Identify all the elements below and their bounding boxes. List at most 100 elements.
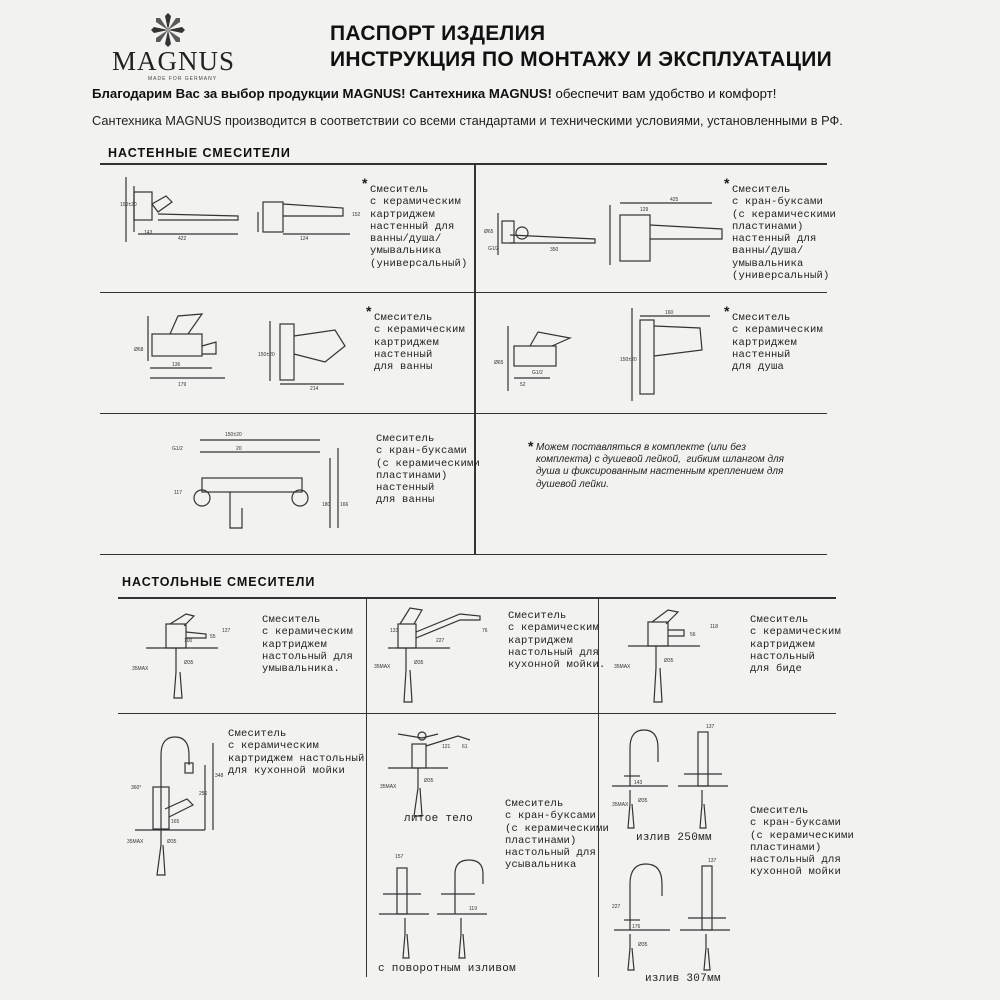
desk-item-4-description: Смеситель с керамическим картриджем наст… — [228, 728, 365, 777]
desk-item-6-description: Смеситель с кран-буксами (с керамическим… — [750, 805, 855, 879]
dim-label: 35MAX — [612, 802, 629, 808]
thanks-bold: Благодарим Вас за выбор продукции MAGNUS… — [92, 86, 552, 101]
dim-label: 150±20 — [120, 202, 137, 208]
dim-label: 137 — [708, 858, 717, 864]
dim-label: 136 — [172, 362, 181, 368]
grid-divider — [100, 554, 827, 555]
grid-divider — [598, 597, 599, 977]
magnus-logo-icon — [151, 13, 185, 47]
kitchen-gooseneck-mixer-diagram: 360° 256 348 165 35MAX Ø35 — [127, 736, 224, 876]
grid-divider — [118, 597, 836, 599]
dim-label: 150±20 — [225, 432, 242, 438]
wall-item-2-description: Смеситель с кран-буксами (с керамическим… — [732, 184, 837, 283]
desk-item-1-description: Смеситель с керамическим картриджем наст… — [262, 614, 354, 676]
valve-kitchen-mixer-250-diagram: 137 143 35MAX Ø35 — [612, 724, 728, 829]
dim-label: 157 — [395, 854, 404, 860]
dim-label: 152 — [352, 212, 361, 218]
basin-mixer-diagram: 100 55 127 35MAX Ø35 — [132, 613, 231, 699]
dim-label: 422 — [178, 236, 187, 242]
dim-label: 52 — [520, 382, 526, 388]
dim-label: 143 — [144, 230, 153, 236]
dim-label: Ø65 — [484, 229, 494, 235]
dim-label: 117 — [174, 490, 182, 496]
dim-label: G1/2 — [532, 370, 543, 376]
dim-label: 143 — [634, 780, 643, 786]
asterisk: * — [724, 303, 730, 319]
dim-label: 124 — [300, 236, 309, 242]
desk-item-2-description: Смеситель с керамическим картриджем наст… — [508, 610, 606, 672]
wall-item-5-description: Смеситель с кран-буксами (с керамическим… — [376, 433, 481, 507]
wall-item-3-description: Смеситель с керамическим картриджем наст… — [374, 312, 466, 374]
dim-label: 35MAX — [374, 664, 391, 670]
dim-label: Ø35 — [664, 658, 674, 664]
dim-label: 360° — [131, 785, 141, 791]
dim-label: G1/2 — [172, 446, 183, 452]
brand-subtitle: MADE FOR GERMANY — [148, 76, 218, 82]
dim-label: 127 — [222, 628, 231, 634]
dim-label: 119 — [469, 906, 477, 912]
page-subtitle: ИНСТРУКЦИЯ ПО МОНТАЖУ И ЭКСПЛУАТАЦИИ — [330, 48, 833, 71]
shower-kit-note: Можем поставляться в комплекте (или без … — [536, 442, 785, 490]
dim-label: 256 — [199, 791, 208, 797]
dim-label: Ø35 — [184, 660, 194, 666]
grid-divider — [118, 713, 836, 714]
wall-mixer-valve-bath-diagram: 150±20 G1/2 20 117 180 166 — [172, 432, 349, 529]
dim-label: G1/2 — [488, 246, 499, 252]
dim-label: 179 — [178, 382, 187, 388]
caption-spout-250: излив 250мм — [636, 832, 712, 844]
dim-label: 160 — [665, 310, 674, 316]
dim-label: 133 — [390, 628, 399, 634]
dim-label: Ø35 — [638, 942, 648, 948]
wall-mixer-universal-diagram: 422 143 150±20 124 152 — [120, 177, 361, 242]
dim-label: Ø35 — [638, 798, 648, 804]
desk-item-5-description: Смеситель с кран-буксами (с керамическим… — [505, 798, 610, 872]
dim-label: 425 — [670, 197, 679, 203]
dim-label: 35MAX — [380, 784, 397, 790]
dim-label: Ø68 — [134, 347, 144, 353]
dim-label: Ø35 — [424, 778, 434, 784]
valve-basin-mixer-cast-body-diagram: 121 61 35MAX Ø35 — [380, 731, 471, 817]
dim-label: 56 — [690, 632, 696, 638]
caption-spout-307: излив 307мм — [645, 973, 721, 985]
dim-label: 165 — [171, 819, 180, 825]
bidet-mixer-diagram: 56 118 35MAX Ø35 — [614, 609, 718, 703]
caption-swivel-spout: с поворотным изливом — [378, 963, 517, 975]
brand-name: MAGNUS — [112, 46, 236, 76]
asterisk: * — [724, 175, 730, 191]
grid-divider — [474, 163, 476, 555]
dim-label: 121 — [442, 744, 451, 750]
valve-basin-mixer-swivel-diagram: 157 119 — [379, 854, 487, 959]
dim-label: Ø35 — [167, 839, 177, 845]
dim-label: 176 — [632, 924, 641, 930]
dim-label: 76 — [482, 628, 488, 634]
dim-label: Ø35 — [414, 660, 424, 666]
dim-label: 55 — [210, 634, 216, 640]
grid-divider — [100, 163, 827, 165]
thanks-line: Благодарим Вас за выбор продукции MAGNUS… — [92, 86, 776, 101]
asterisk: * — [528, 438, 534, 454]
dim-label: 348 — [215, 773, 224, 779]
wall-mixer-valve-universal-diagram: 350 Ø65 G1/2 425 129 — [484, 197, 723, 265]
grid-divider — [100, 413, 827, 414]
dim-label: 20 — [236, 446, 242, 452]
asterisk: * — [366, 303, 372, 319]
section-desk-mixers: НАСТОЛЬНЫЕ СМЕСИТЕЛИ — [122, 575, 316, 589]
wall-item-4-description: Смеситель с керамическим картриджем наст… — [732, 312, 824, 374]
compliance-line: Сантехника MAGNUS производится в соответ… — [92, 113, 843, 128]
grid-divider — [100, 292, 827, 293]
dim-label: 166 — [340, 502, 349, 508]
wall-item-1-description: Смеситель с керамическим картриджем наст… — [370, 184, 468, 270]
dim-label: 100 — [184, 638, 193, 644]
dim-label: 227 — [436, 638, 445, 644]
section-wall-mixers: НАСТЕННЫЕ СМЕСИТЕЛИ — [108, 146, 291, 160]
page-title: ПАСПОРТ ИЗДЕЛИЯ — [330, 22, 546, 45]
dim-label: 61 — [462, 744, 468, 750]
caption-cast-body: литое тело — [404, 813, 474, 825]
dim-label: 35MAX — [614, 664, 631, 670]
valve-kitchen-mixer-307-diagram: 137 176 227 Ø35 — [612, 858, 730, 971]
dim-label: 118 — [710, 624, 718, 630]
asterisk: * — [362, 175, 368, 191]
dim-label: 214 — [310, 386, 319, 392]
dim-label: 180 — [322, 502, 331, 508]
grid-divider — [366, 597, 367, 977]
